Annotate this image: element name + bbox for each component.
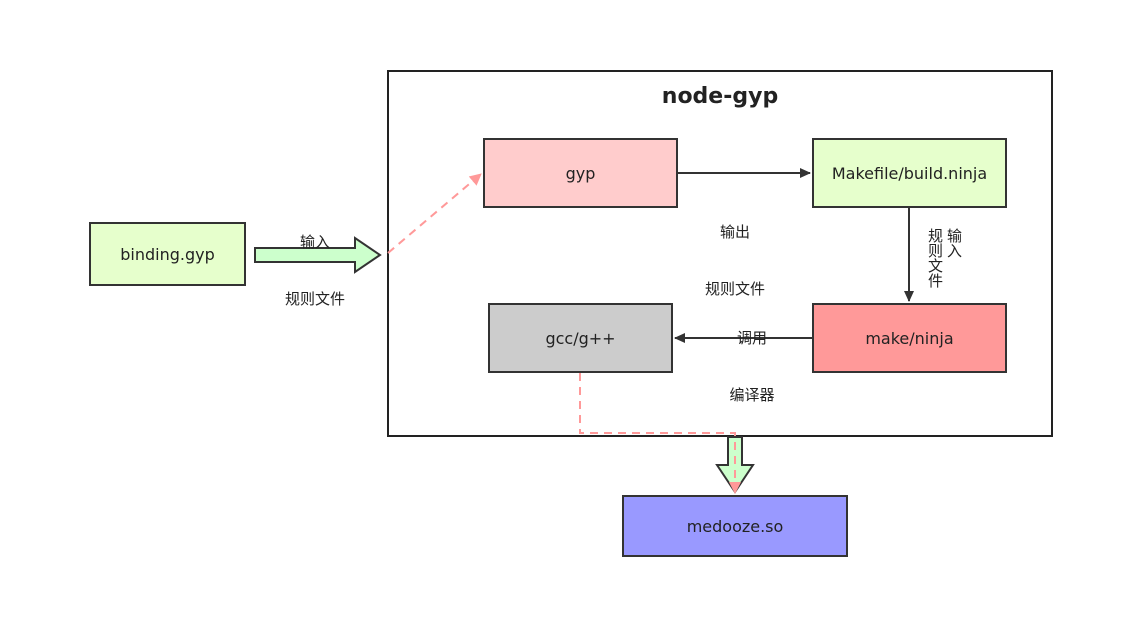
big-arrow-input: [254, 236, 382, 274]
node-label: gyp: [565, 163, 596, 183]
edge-label-input-rule-vertical: 输入 规则文件: [926, 228, 963, 298]
node-label: binding.gyp: [120, 244, 215, 264]
big-arrow-output: [715, 436, 755, 494]
node-make-ninja: make/ninja: [812, 303, 1007, 373]
node-label: gcc/g++: [545, 328, 616, 348]
node-label: medooze.so: [686, 516, 784, 536]
node-binding-gyp: binding.gyp: [89, 222, 246, 286]
edge-label-input-rule: 输入 规则文件: [275, 195, 355, 328]
edge-label-line: 输入: [945, 228, 963, 258]
edge-label-line: 输出: [719, 223, 750, 241]
node-makefile-build-ninja: Makefile/build.ninja: [812, 138, 1007, 208]
edge-label-line: 规则文件: [926, 228, 944, 288]
dashed-arrow-to-gyp: [387, 173, 482, 254]
edge-label-line: 规则文件: [284, 290, 345, 308]
edge-label-line: 输入: [299, 233, 330, 251]
edge-label-line: 调用: [736, 329, 767, 347]
edge-label-line: 规则文件: [704, 280, 765, 298]
edge-label-line: 编译器: [729, 386, 775, 404]
node-label: make/ninja: [865, 328, 954, 348]
node-gyp-container: [387, 70, 1053, 437]
node-gcc-gpp: gcc/g++: [488, 303, 673, 373]
node-gyp: gyp: [483, 138, 678, 208]
edge-label-output-rule: 输出 规则文件: [695, 185, 775, 318]
node-label: Makefile/build.ninja: [831, 163, 988, 183]
dashed-arrow-gcc-to-medooze: [579, 373, 741, 494]
node-medooze-so: medooze.so: [622, 495, 848, 557]
edge-label-invoke-compiler: 调用 编译器: [712, 291, 792, 424]
container-title: node-gyp: [661, 84, 779, 109]
